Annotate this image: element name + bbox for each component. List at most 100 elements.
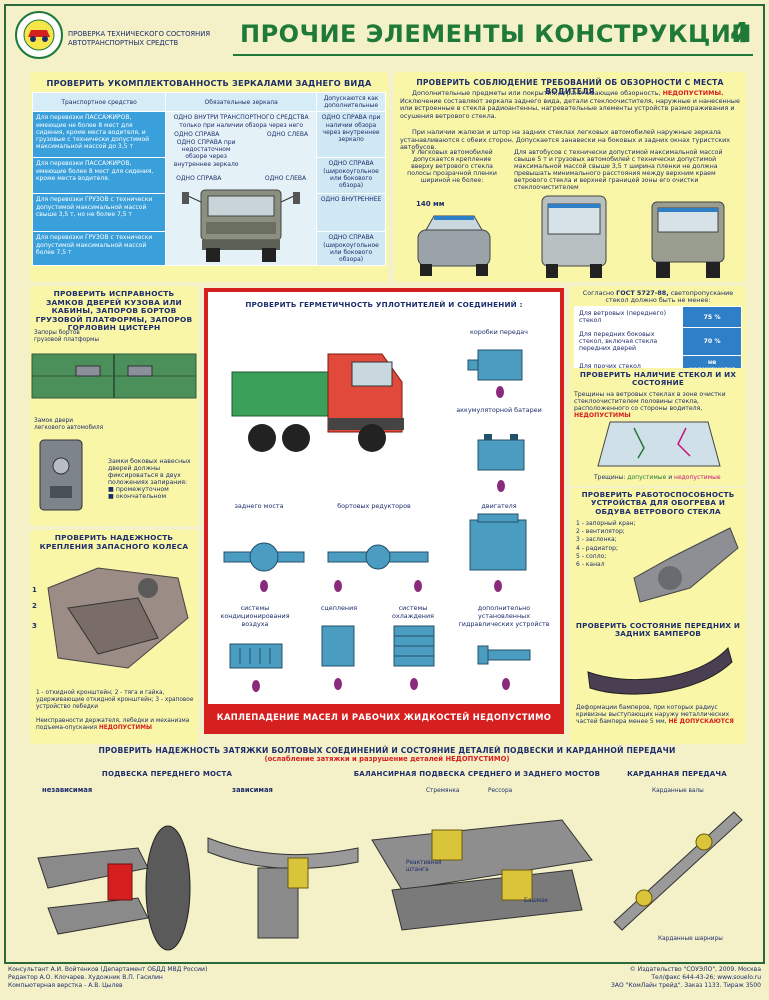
bus-front-icon [541, 195, 607, 278]
locks-title: ПРОВЕРИТЬ ИСПРАВНОСТЬ ЗАМКОВ ДВЕРЕЙ КУЗО… [35, 289, 193, 333]
truck-cab-icon [651, 201, 725, 278]
gearbox-label: коробки передач [470, 328, 528, 336]
cooling-icon [393, 625, 435, 690]
list-item: 3 - заслонка; [576, 536, 617, 544]
required-cell: ОДНО ВНУТРИ ТРАНСПОРТНОГО СРЕДСТВА тольк… [165, 111, 318, 267]
table-row: Для перевозки ГРУЗОВ с технически допуст… [31, 193, 167, 233]
truck-front-icon [182, 189, 301, 263]
cardan-joints-label: Карданные шарниры [658, 936, 723, 942]
glass-intro: Согласно ГОСТ 5727-88, светопропускание … [582, 289, 734, 304]
spare-legend: 1 - откидной кронштейн; 2 - тяга и гайка… [36, 690, 194, 710]
table-row: Для перевозки ГРУЗОВ с технически допуст… [31, 231, 167, 267]
hydraulic-label: дополнительно установленных гидравлическ… [458, 604, 550, 628]
cracks-legend: Трещины: допустимые и недопустимые [594, 474, 721, 481]
engine-icon [469, 513, 527, 592]
side-reducers-icon [327, 544, 429, 592]
battery-icon [477, 434, 525, 492]
list-item: 2 - вентилятор; [576, 528, 625, 536]
ac-label: системы кондиционирования воздуха [220, 604, 290, 628]
dump-truck-icon [231, 353, 404, 452]
bumper-icon [587, 647, 733, 695]
footer: Консультант А.И. Войтенков (Департамент … [8, 966, 761, 998]
cracks-text: Трещины на ветровых стеклах в зоне очист… [574, 390, 726, 419]
balancer-suspension-icon [371, 819, 593, 931]
gearbox-icon [467, 349, 523, 398]
heating-panel: ПРОВЕРИТЬ РАБОТОСПОСОБНОСТЬ УСТРОЙСТВА Д… [570, 488, 746, 744]
seal-title: ПРОВЕРИТЬ ГЕРМЕТИЧНОСТЬ УПЛОТНИТЕЛЕЙ И С… [245, 300, 523, 309]
footer-line: Редактор А.О. Клочарев. Художник В.П. Га… [8, 974, 163, 981]
spare-num-3: 3 [32, 622, 37, 630]
list-item: 4 - радиатор; [576, 544, 619, 552]
spare-title: ПРОВЕРИТЬ НАДЕЖНОСТЬ КРЕПЛЕНИЯ ЗАПАСНОГО… [39, 533, 189, 551]
footer-line: Консультант А.И. Войтенков (Департамент … [8, 966, 208, 973]
hydraulic-icon [477, 645, 531, 690]
footer-line: Компьютерная верстка - А.В. Цылев [8, 982, 123, 989]
visibility-text-2: При наличии жалюзи и штор на задних стек… [400, 128, 731, 152]
clutch-label: сцепления [320, 604, 358, 612]
engine-label: двигателя [481, 502, 517, 510]
col-vehicle: Транспортное средство [31, 91, 167, 113]
car-note: У легковых автомобилей допускается крепл… [407, 149, 497, 184]
spare-num-1: 1 [32, 586, 37, 594]
list-item: 6 - канал [576, 561, 605, 569]
extra-cell: ОДНО ВНУТРЕННЕЕ [316, 193, 386, 233]
balancer-title: БАЛАНСИРНАЯ ПОДВЕСКА СРЕДНЕГО И ЗАДНЕГО … [353, 770, 601, 778]
mirrors-panel: ПРОВЕРИТЬ УКОМПЛЕКТОВАННОСТЬ ЗЕРКАЛАМИ З… [30, 72, 388, 282]
footer-right: © Издательство "СОУЭЛО", 2009. Москва Те… [611, 966, 761, 990]
independent-label: независимая [42, 786, 93, 794]
truck-left: ОДНО СЛЕВА [264, 174, 307, 182]
mirrors-title: ПРОВЕРИТЬ УКОМПЛЕКТОВАННОСТЬ ЗЕРКАЛАМИ З… [46, 78, 372, 88]
bolts-title: ПРОВЕРИТЬ НАДЕЖНОСТЬ ЗАТЯЖКИ БОЛТОВЫХ СО… [98, 746, 676, 755]
heater-icon [633, 527, 739, 603]
footer-line: © Издательство "СОУЭЛО", 2009. Москва [629, 966, 761, 973]
car-front-icon [417, 215, 491, 276]
board-lock-icon [31, 353, 197, 399]
hinge-text: Замки боковых навесных дверей должны фик… [108, 458, 196, 500]
visibility-title: ПРОВЕРИТЬ СОБЛЮДЕНИЕ ТРЕБОВАНИЙ ОБ ОБЗОР… [416, 78, 724, 96]
hinge-option-2: ■ окончательном [108, 493, 167, 500]
extra-cell: ОДНО СПРАВА (широкоугольное или бокового… [316, 157, 386, 195]
cracks-title: ПРОВЕРИТЬ НАЛИЧИЕ СТЕКОЛ И ИХ СОСТОЯНИЕ [579, 370, 737, 388]
list-item: 5 - сопло; [576, 552, 607, 560]
dim-label: 140 мм [416, 200, 445, 208]
rear-axle-label: заднего моста [234, 502, 284, 510]
mirrors-table: Транспортное средство Обязательные зерка… [31, 91, 386, 267]
side-reducers-label: бортовых редукторов [337, 502, 411, 510]
cardan-shaft-icon [613, 811, 743, 931]
spare-faults: Неисправности держателя, лебедки и механ… [36, 718, 190, 731]
visibility-panel: ПРОВЕРИТЬ СОБЛЮДЕНИЕ ТРЕБОВАНИЙ ОБ ОБЗОР… [394, 72, 746, 282]
truck-right: ОДНО СПРАВА [176, 174, 222, 182]
header: Проверка технического состояния автотран… [8, 8, 761, 66]
footer-line: ЗАО "КомЛайн трейд". Заказ 1133. Тираж 3… [611, 982, 761, 989]
table-row: Для перевозки ПАССАЖИРОВ, имеющие более … [31, 157, 167, 195]
header-rule [233, 54, 753, 56]
door-label: Замок двери легкового автомобиля [34, 418, 104, 431]
table-row: Для перевозки ПАССАЖИРОВ, имеющие не бол… [31, 111, 167, 159]
front-axle-title: ПОДВЕСКА ПЕРЕДНЕГО МОСТА [101, 770, 233, 778]
req-right-top: ОДНО СПРАВА [174, 130, 220, 138]
col-required: Обязательные зеркала [165, 91, 318, 113]
door-lock-icon [39, 439, 83, 511]
stremyanka-label: Стремянка [426, 788, 460, 794]
spare-panel: ПРОВЕРИТЬ НАДЕЖНОСТЬ КРЕПЛЕНИЯ ЗАПАСНОГО… [30, 530, 198, 744]
bumper-text: Деформации бамперов, при которых радиус … [576, 704, 734, 725]
seal-logo-icon [15, 11, 63, 59]
org-line-1: Проверка технического состояния [68, 30, 211, 38]
table-row: Для передних боковых стекол, включая сте… [573, 327, 742, 356]
board-label: Запоры бортов грузовой платформы [34, 330, 99, 343]
footer-left: Консультант А.И. Войтенков (Департамент … [8, 966, 207, 990]
seal-panel: ПРОВЕРИТЬ ГЕРМЕТИЧНОСТЬ УПЛОТНИТЕЛЕЙ И С… [204, 288, 564, 734]
dependent-label: зависимая [232, 786, 273, 794]
windshield-icon [597, 421, 721, 467]
spare-num-2: 2 [32, 602, 37, 610]
ressora-label: Рессора [488, 788, 513, 794]
glass-panel: Согласно ГОСТ 5727-88, светопропускание … [570, 286, 746, 377]
req-right-alt: ОДНО СПРАВА при недостаточном обзоре чер… [173, 139, 239, 168]
poster-frame [4, 4, 765, 964]
dependent-suspension-icon [207, 837, 359, 939]
clutch-icon [321, 625, 355, 690]
cracks-panel: ПРОВЕРИТЬ НАЛИЧИЕ СТЕКОЛ И ИХ СОСТОЯНИЕ … [570, 368, 746, 486]
cardan-title: КАРДАННАЯ ПЕРЕДАЧА [627, 770, 727, 778]
